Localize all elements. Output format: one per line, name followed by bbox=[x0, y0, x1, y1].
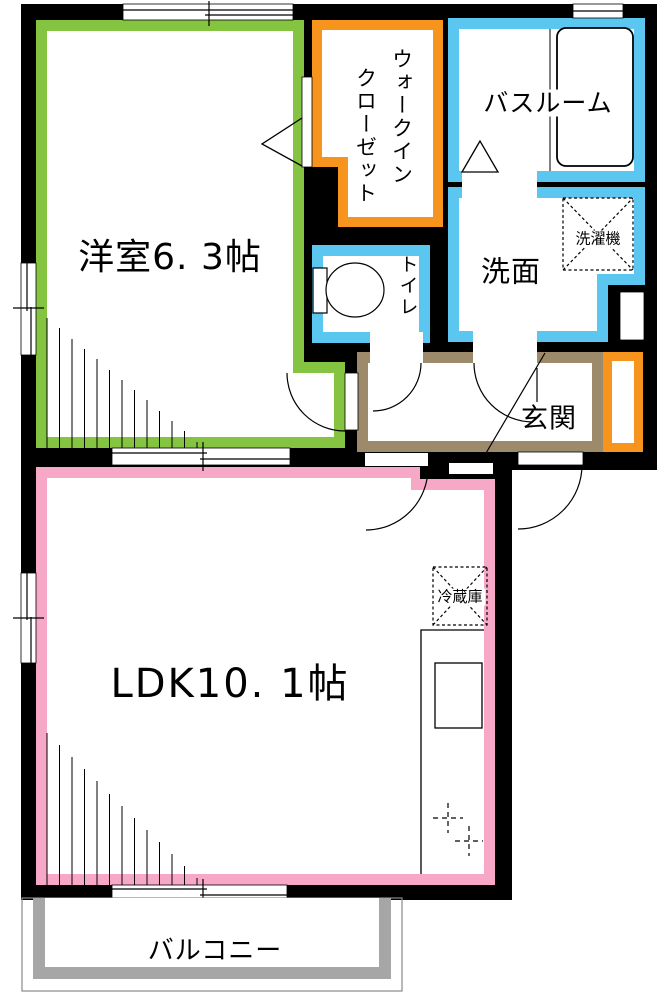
hatch-western-room bbox=[46, 318, 198, 448]
hatch-lines bbox=[46, 318, 198, 885]
window-ldk-balcony bbox=[111, 879, 288, 903]
door-toilet bbox=[370, 332, 423, 412]
room-label-walk-in-closet-line1: ウォークイン bbox=[389, 48, 414, 186]
entrance-shoe-closet bbox=[603, 352, 643, 452]
room-label-toilet: トイレ bbox=[396, 254, 419, 318]
openings bbox=[13, 1, 645, 903]
wall-slot bbox=[449, 463, 493, 474]
window-bathroom-top bbox=[572, 3, 624, 19]
room-balcony bbox=[21, 897, 403, 992]
toilet-fixture bbox=[312, 262, 385, 318]
door-western-room bbox=[286, 372, 359, 432]
window-western-room-top bbox=[122, 1, 294, 26]
room-label-balcony: バルコニー bbox=[147, 936, 283, 966]
pipe-space bbox=[619, 291, 645, 341]
room-label-western-room: 洋室6. 3帖 bbox=[78, 237, 262, 278]
kitchen-sink bbox=[434, 662, 483, 729]
room-western-room bbox=[36, 20, 345, 448]
door-washroom bbox=[473, 331, 538, 423]
front-door bbox=[478, 352, 584, 530]
door-walk-in-closet bbox=[260, 76, 313, 168]
sliding-door-western-ldk bbox=[111, 442, 291, 471]
kitchen-counter bbox=[420, 629, 484, 874]
fixture-label-washing-machine: 洗濯機 bbox=[572, 230, 624, 248]
door-bathroom bbox=[460, 139, 537, 199]
room-label-bathroom: バスルーム bbox=[480, 89, 616, 117]
hatch-ldk bbox=[46, 733, 198, 885]
door-entrance-ldk bbox=[365, 453, 429, 531]
room-label-entrance: 玄関 bbox=[521, 403, 577, 435]
room-label-ldk: LDK10. 1帖 bbox=[110, 661, 350, 707]
room-entrance bbox=[357, 352, 603, 452]
room-ldk bbox=[36, 467, 495, 885]
room-label-washroom: 洗面 bbox=[480, 254, 542, 289]
window-ldk-left bbox=[13, 572, 44, 664]
room-label-walk-in-closet-line2: クローゼット bbox=[353, 67, 378, 205]
window-western-room-left bbox=[13, 262, 44, 356]
fixture-label-refrigerator: 冷蔵庫 bbox=[434, 588, 486, 606]
room-walk-in-closet bbox=[312, 20, 443, 227]
